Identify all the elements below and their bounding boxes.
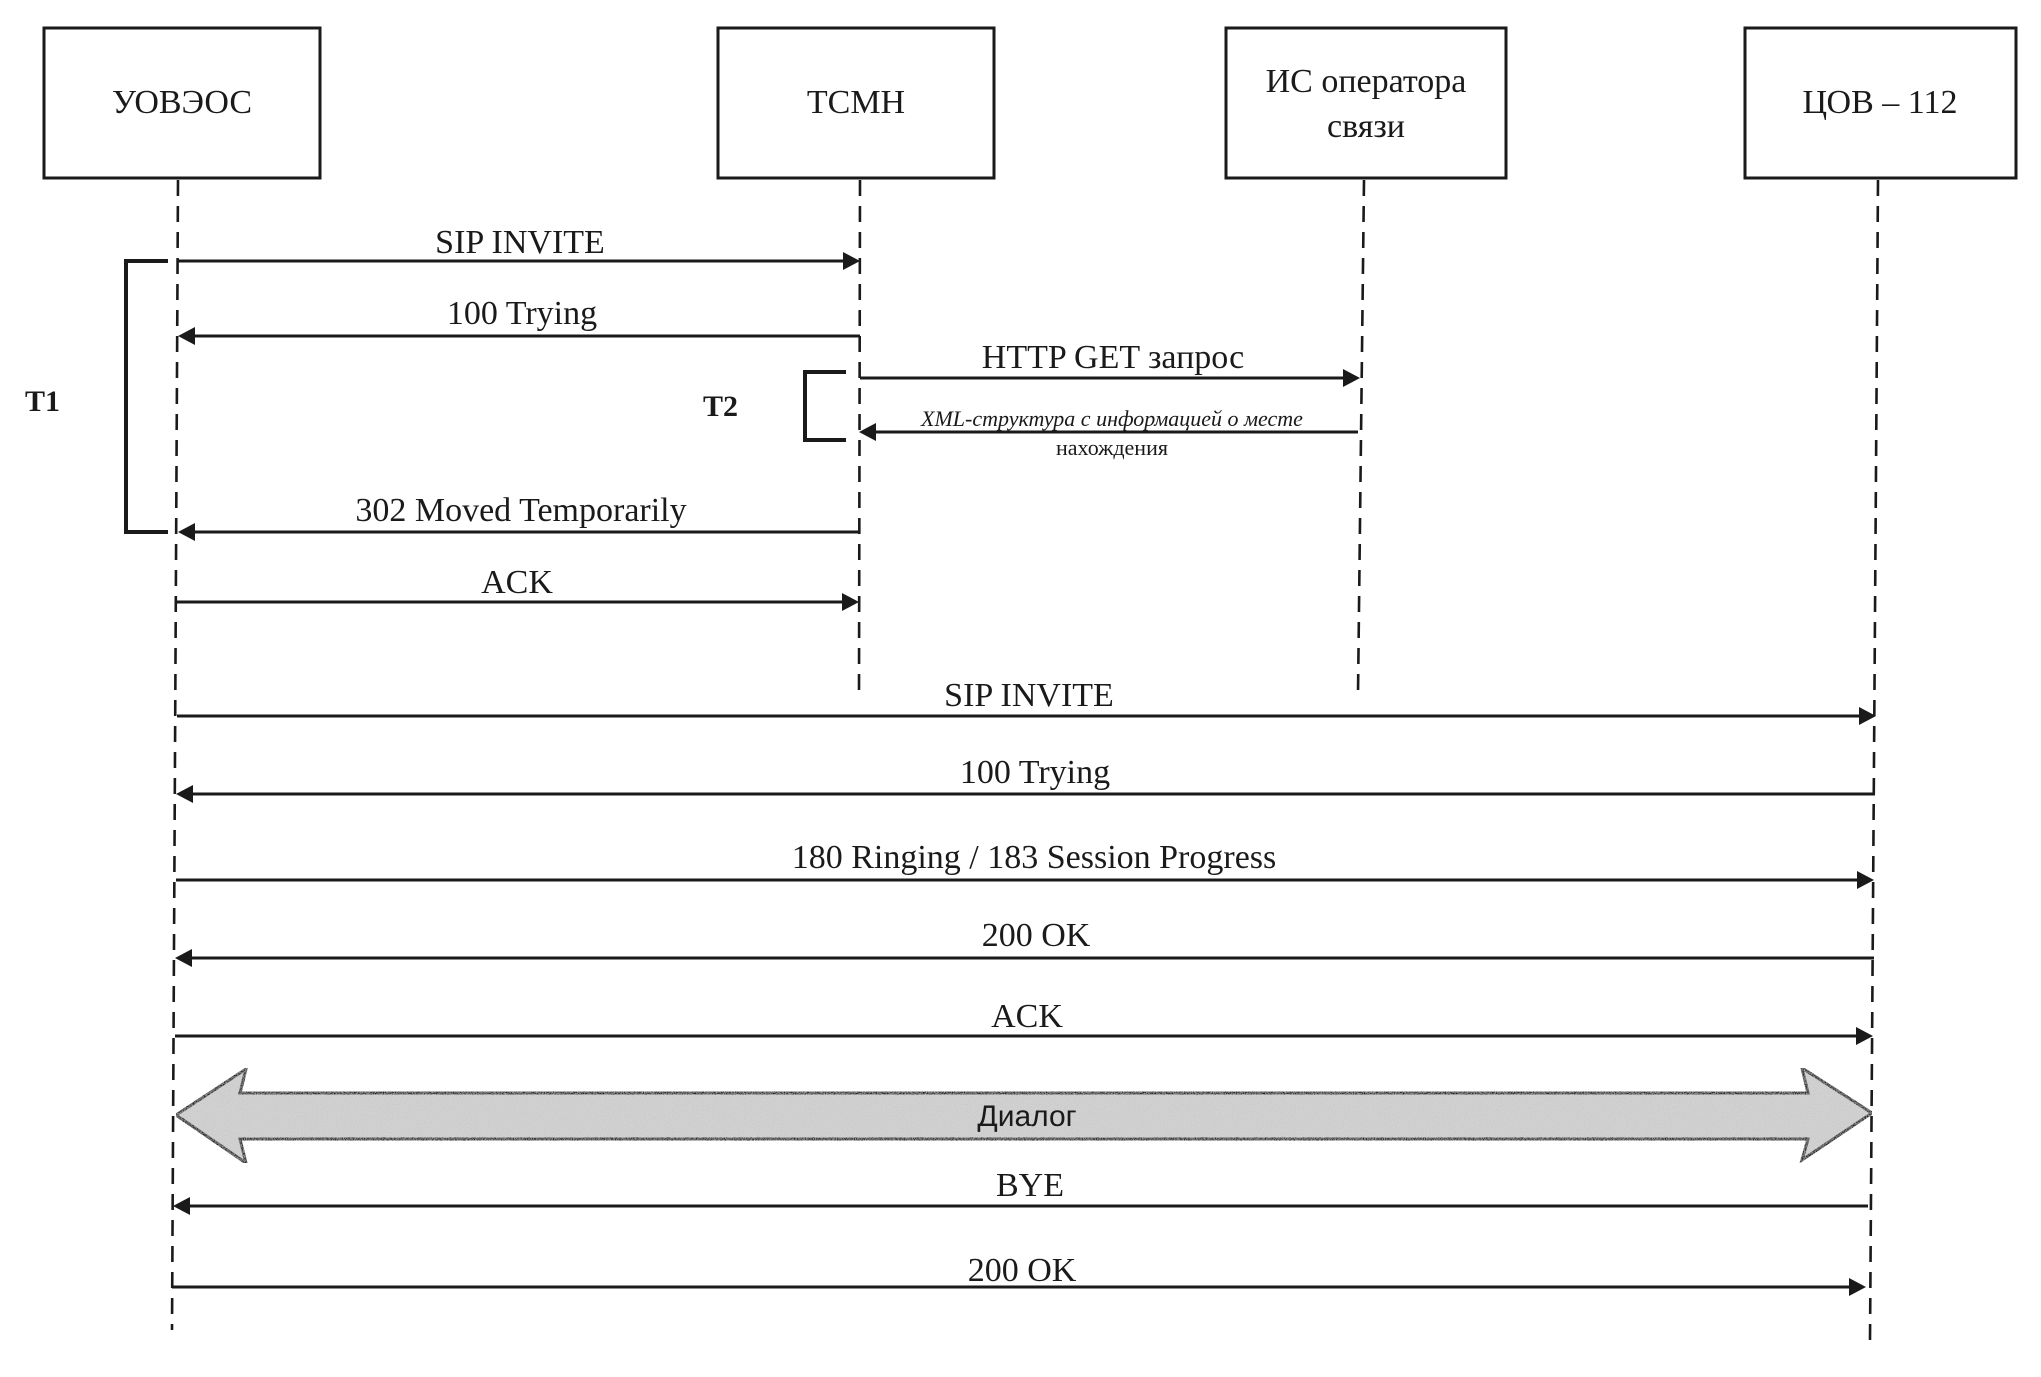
message-label: XML-структура с информацией о месте — [920, 406, 1303, 431]
participant-is-operator: ИС оператора связи — [1224, 26, 1508, 180]
message-label: HTTP GET запрос — [982, 339, 1244, 376]
arrow-right-icon — [842, 593, 859, 611]
participant-box — [1224, 26, 1508, 180]
message-label: 302 Moved Temporarily — [355, 492, 686, 529]
arrow-left-icon — [175, 949, 192, 967]
message-sip-invite-1: SIP INVITE — [178, 224, 860, 270]
arrow-left-icon — [859, 423, 876, 441]
participant-uovaos: УОВЭОС — [42, 26, 322, 180]
dialog-label: Диалог — [977, 1100, 1076, 1133]
lifeline-tsmn — [857, 179, 862, 691]
participant-box — [716, 26, 996, 180]
message-label: BYE — [996, 1167, 1064, 1204]
arrow-right-icon — [1849, 1278, 1866, 1296]
message-bye: BYE — [173, 1167, 1868, 1215]
message-label: ACK — [991, 998, 1063, 1035]
message-ack-2: ACK — [175, 998, 1873, 1045]
participant-tsov-112: ЦОВ – 112 — [1743, 26, 2018, 180]
message-xml-location: XML-структура с информацией о месте нахо… — [859, 406, 1358, 460]
arrow-left-icon — [176, 785, 193, 803]
arrow-left-icon — [173, 1197, 190, 1215]
message-label: 180 Ringing / 183 Session Progress — [792, 839, 1277, 876]
arrow-right-icon — [1857, 871, 1874, 889]
timer-bracket — [803, 370, 846, 442]
message-ack-1: ACK — [177, 564, 859, 611]
dialog-block-arrow: Диалог — [173, 1064, 1875, 1167]
message-label-continued: нахождения — [1056, 435, 1168, 460]
participant-tsmn: ТСМН — [716, 26, 996, 180]
message-label: 200 OK — [968, 1252, 1077, 1289]
message-100-trying-2: 100 Trying — [176, 754, 1875, 803]
message-100-trying-1: 100 Trying — [178, 295, 860, 345]
arrow-right-icon — [1343, 369, 1360, 387]
arrow-right-icon — [1859, 707, 1876, 725]
message-label: 100 Trying — [447, 295, 597, 332]
timer-label: T1 — [25, 385, 60, 418]
participant-label-line2: связи — [1327, 108, 1405, 145]
lifeline-is-operator — [1356, 179, 1366, 695]
double-arrow-icon — [173, 1064, 1875, 1167]
arrow-left-icon — [178, 327, 195, 345]
lifeline-uovaos — [170, 179, 180, 1331]
arrow-left-icon — [178, 523, 195, 541]
participant-label: ТСМН — [807, 84, 905, 121]
timer-bracket — [124, 259, 168, 534]
message-302-moved: 302 Moved Temporarily — [178, 492, 860, 541]
timer-t2: T2 — [703, 370, 846, 442]
message-label: 100 Trying — [960, 754, 1110, 791]
arrow-right-icon — [843, 252, 860, 270]
message-label: ACK — [481, 564, 553, 601]
message-http-get: HTTP GET запрос — [860, 339, 1360, 387]
lifeline-tsov-112 — [1868, 179, 1880, 1341]
timer-label: T2 — [703, 390, 738, 423]
participant-label: УОВЭОС — [112, 84, 252, 121]
participant-box — [42, 26, 322, 180]
participant-label: ЦОВ – 112 — [1802, 84, 1957, 121]
arrow-right-icon — [1856, 1027, 1873, 1045]
participant-label-line1: ИС оператора — [1266, 63, 1467, 100]
message-200-ok-2: 200 OK — [172, 1252, 1866, 1296]
message-sip-invite-2: SIP INVITE — [177, 677, 1876, 725]
timer-t1: T1 — [25, 259, 168, 534]
participant-box — [1743, 26, 2018, 180]
message-200-ok-1: 200 OK — [175, 917, 1874, 967]
message-label: SIP INVITE — [944, 677, 1114, 714]
message-label: SIP INVITE — [435, 224, 605, 261]
message-180-ringing: 180 Ringing / 183 Session Progress — [176, 839, 1874, 889]
message-label: 200 OK — [982, 917, 1091, 954]
